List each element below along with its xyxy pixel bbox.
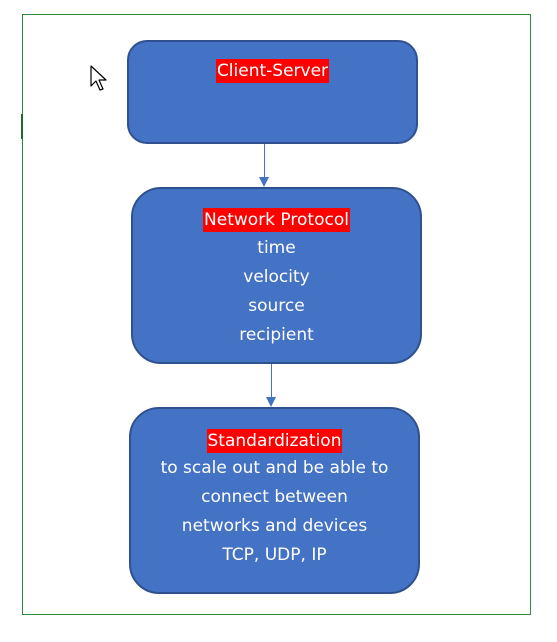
node-line: source bbox=[248, 296, 305, 316]
diagram-frame bbox=[22, 14, 531, 615]
node-line: recipient bbox=[239, 325, 314, 345]
node-title: Network Protocol bbox=[203, 208, 350, 232]
node-body: time velocity source recipient bbox=[133, 234, 420, 350]
arrow-down-icon bbox=[266, 397, 276, 407]
mouse-pointer-icon bbox=[90, 65, 107, 91]
node-line: velocity bbox=[243, 267, 310, 287]
node-line: TCP, UDP, IP bbox=[222, 545, 327, 565]
node-client-server[interactable]: Client-Server bbox=[127, 40, 418, 144]
connector-line bbox=[264, 144, 265, 177]
arrow-down-icon bbox=[259, 177, 269, 187]
node-line: to scale out and be able to bbox=[160, 458, 389, 478]
node-line: time bbox=[257, 238, 296, 258]
node-network-protocol[interactable]: Network Protocol time velocity source re… bbox=[131, 187, 422, 364]
node-line: connect between bbox=[201, 487, 348, 507]
node-title: Client-Server bbox=[215, 59, 330, 83]
connector-line bbox=[271, 364, 272, 397]
frame-resize-handle bbox=[21, 114, 23, 139]
node-body: to scale out and be able to connect betw… bbox=[131, 454, 418, 570]
node-line: networks and devices bbox=[181, 516, 368, 536]
node-title: Standardization bbox=[206, 429, 343, 453]
node-standardization[interactable]: Standardization to scale out and be able… bbox=[129, 407, 420, 594]
